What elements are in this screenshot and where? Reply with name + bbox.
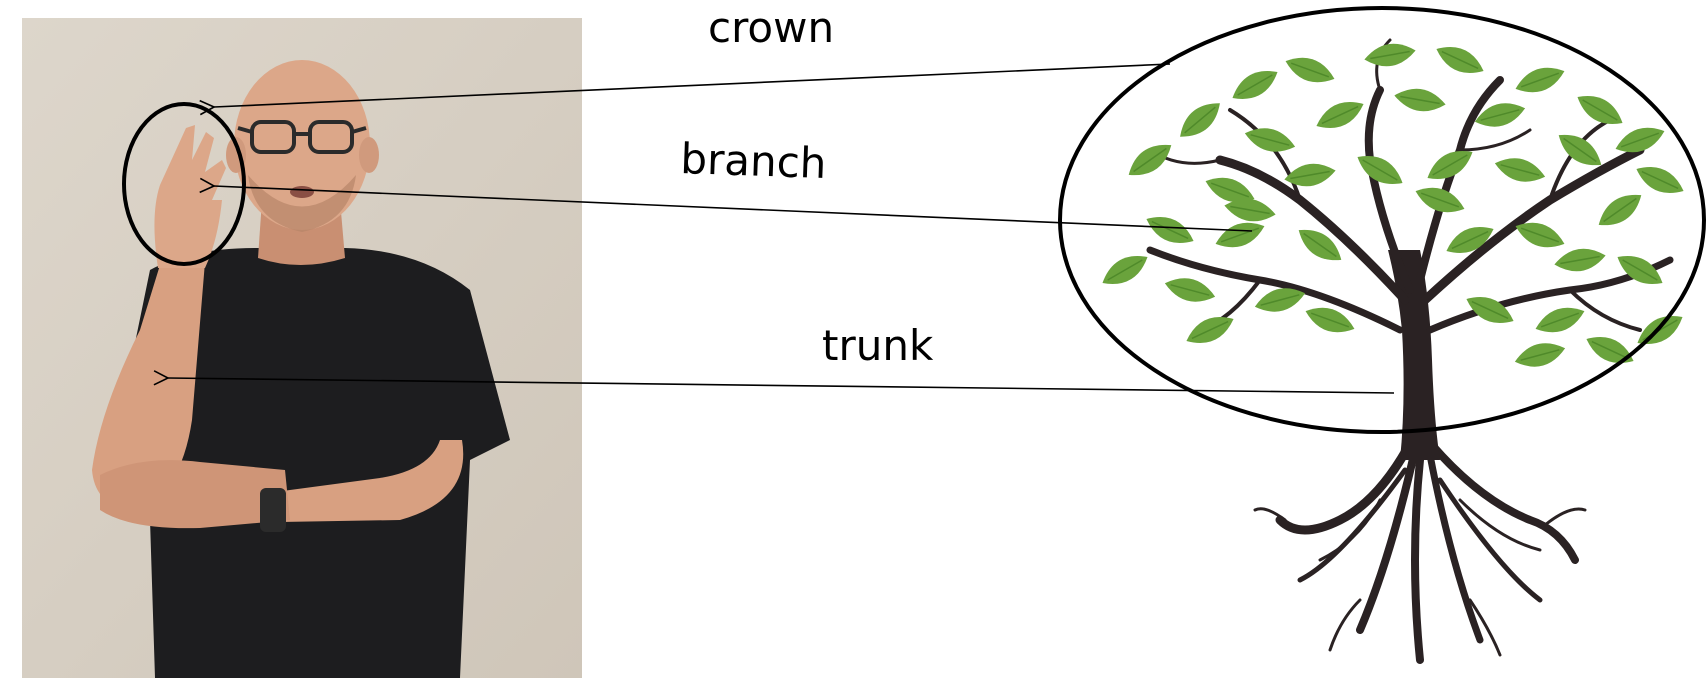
crown-label: crown xyxy=(708,3,834,52)
person-signing-photo xyxy=(22,18,582,678)
trunk-label: trunk xyxy=(822,321,934,370)
branch-label: branch xyxy=(680,134,828,188)
mouth xyxy=(290,186,314,198)
tree-leaves xyxy=(1097,39,1688,372)
watch-icon xyxy=(260,488,286,532)
head xyxy=(234,60,370,230)
tree-roots xyxy=(1255,440,1585,660)
right-ear xyxy=(359,137,379,173)
tree-illustration xyxy=(1097,39,1688,660)
